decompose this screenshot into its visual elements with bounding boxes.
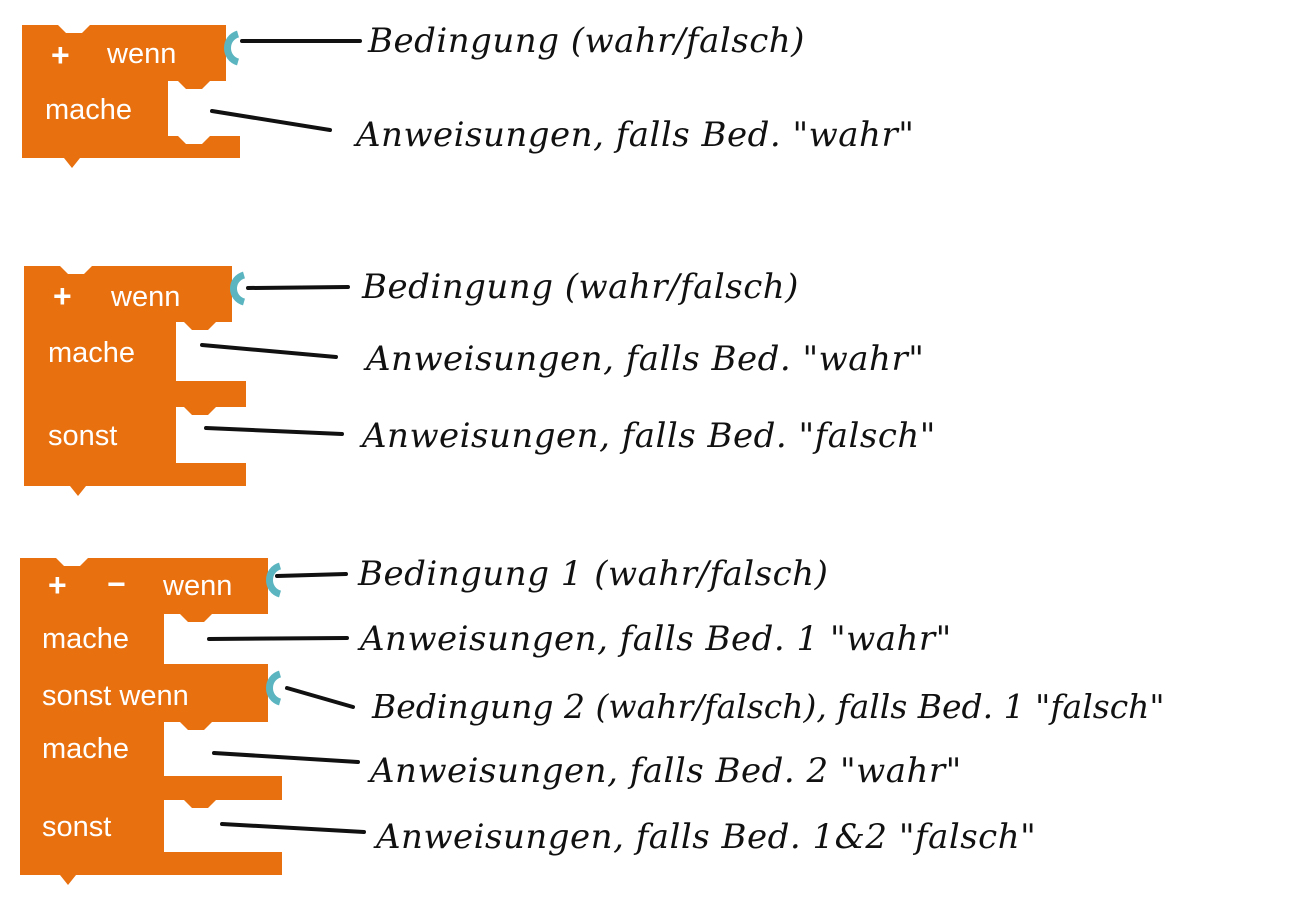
wenn-label: wenn (163, 570, 233, 602)
condition-socket-1 (266, 562, 282, 598)
annotation-then: Anweisungen, falls Bed. "wahr" (366, 339, 925, 379)
annotation-condition-1: Bedingung 1 (wahr/falsch) (358, 554, 829, 594)
annotation-then-2: Anweisungen, falls Bed. 2 "wahr" (370, 751, 962, 791)
if-else-block-body (24, 266, 246, 496)
condition-socket (230, 271, 246, 306)
minus-icon[interactable]: − (107, 566, 126, 602)
pointer-line (200, 343, 338, 359)
condition-socket (224, 30, 240, 66)
wenn-label: wenn (111, 281, 181, 313)
pointer-line (207, 636, 349, 641)
annotation-condition-2: Bedingung 2 (wahr/falsch), falls Bed. 1 … (372, 687, 1165, 726)
condition-socket-2 (266, 670, 282, 706)
annotation-then: Anweisungen, falls Bed. "wahr" (356, 115, 915, 155)
pointer-line (212, 751, 360, 764)
pointer-line (275, 572, 348, 578)
pointer-line (210, 109, 332, 132)
plus-icon[interactable]: + (51, 37, 70, 73)
plus-icon[interactable]: + (48, 567, 67, 603)
pointer-line (246, 285, 350, 290)
mache-label: mache (42, 733, 130, 765)
if-block-body (22, 25, 240, 168)
if-elseif-else-block (20, 558, 282, 885)
mache-label: mache (42, 623, 130, 655)
mache-label: mache (48, 337, 136, 369)
annotation-then-1: Anweisungen, falls Bed. 1 "wahr" (360, 619, 952, 659)
pointer-line (220, 822, 366, 834)
wenn-label: wenn (107, 38, 177, 70)
sonst-wenn-label: sonst wenn (42, 680, 189, 712)
annotation-else: Anweisungen, falls Bed. 1&2 "falsch" (376, 817, 1037, 857)
pointer-line (285, 686, 355, 709)
plus-icon[interactable]: + (53, 278, 72, 314)
sonst-label: sonst (48, 420, 118, 452)
if-block (22, 25, 240, 168)
if-else-block (24, 266, 246, 496)
pointer-line (204, 426, 344, 436)
sonst-label: sonst (42, 811, 112, 843)
if-elseif-else-block-body (20, 558, 282, 885)
mache-label: mache (45, 94, 133, 126)
annotation-else: Anweisungen, falls Bed. "falsch" (362, 416, 936, 456)
pointer-lines (200, 39, 366, 834)
annotation-condition: Bedingung (wahr/falsch) (368, 21, 805, 61)
annotation-condition: Bedingung (wahr/falsch) (362, 267, 799, 307)
